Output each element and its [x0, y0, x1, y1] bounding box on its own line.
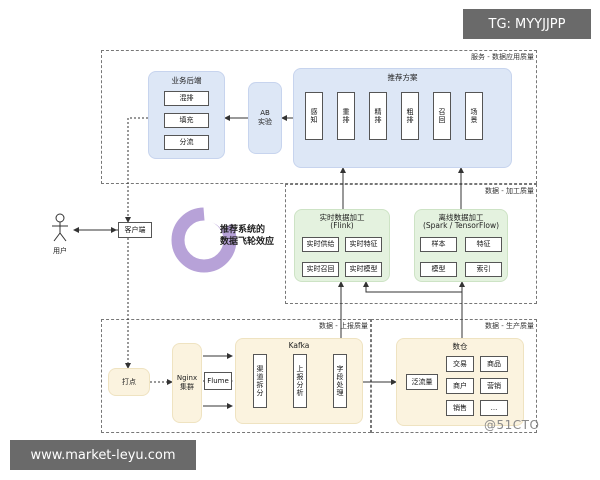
- flywheel-caption: 推荐系统的 数据飞轮效应: [220, 224, 284, 248]
- realtime-item-model: 实时模型: [345, 262, 382, 277]
- realtime-title: 实时数据加工: [319, 213, 365, 222]
- processing-quality-label: 数据 - 加工质量: [485, 187, 534, 195]
- user-label: 用户: [53, 247, 67, 255]
- offline-title: 离线数据加工: [438, 213, 484, 222]
- realtime-item-supply: 实时供给: [302, 237, 339, 252]
- ab-test-box: AB 实验: [248, 82, 282, 154]
- business-item-fill: 填充: [164, 113, 209, 128]
- warehouse-item-goods: 商品: [480, 356, 508, 372]
- warehouse-item-sales: 销售: [446, 400, 474, 416]
- warehouse-traffic: 泛流量: [406, 374, 438, 390]
- flywheel-line-1: 推荐系统的: [220, 225, 266, 235]
- watermark: @51CTO: [484, 418, 540, 432]
- service-quality-zone: [101, 50, 537, 184]
- kafka-item-channel-split: 渠道拆分: [253, 354, 267, 408]
- recommend-item-rerank: 重排: [337, 92, 355, 140]
- business-item-split: 分流: [164, 135, 209, 150]
- recommend-title: 推荐方案: [387, 73, 418, 82]
- user-icon: [52, 213, 68, 242]
- flywheel-line-2: 数据飞轮效应: [220, 237, 275, 248]
- processing-quality-zone: [285, 184, 537, 304]
- recommend-item-perception: 感知: [305, 92, 323, 140]
- service-quality-label: 服务 - 数据应用质量: [471, 53, 534, 61]
- recommend-item-fine-rank: 精排: [369, 92, 387, 140]
- flume-box: Flume: [204, 372, 232, 390]
- production-quality-label: 数据 - 生产质量: [485, 322, 534, 330]
- tracking-box: 打点: [108, 368, 150, 396]
- recommend-item-scene: 场景: [465, 92, 483, 140]
- website-badge: www.market-leyu.com: [10, 440, 196, 470]
- realtime-item-feature: 实时特征: [345, 237, 382, 252]
- realtime-subtitle: (Flink): [330, 221, 354, 230]
- offline-item-index: 索引: [465, 262, 502, 277]
- nginx-cluster-box: Nginx 集群: [172, 343, 202, 423]
- offline-item-feature: 特征: [465, 237, 502, 252]
- offline-subtitle: (Spark / TensorFlow): [422, 221, 500, 230]
- client-box: 客户端: [118, 222, 152, 238]
- warehouse-item-merchant: 商户: [446, 378, 474, 394]
- business-item-mix: 混排: [164, 91, 209, 106]
- tg-badge: TG: MYYJJPP: [463, 9, 591, 39]
- recommend-item-recall: 召回: [433, 92, 451, 140]
- kafka-item-upload-analysis: 上报分析: [293, 354, 307, 408]
- production-quality-zone: [371, 319, 537, 433]
- business-backend-title: 业务后端: [171, 76, 202, 85]
- warehouse-item-trade: 交易: [446, 356, 474, 372]
- warehouse-item-more: ...: [480, 400, 508, 416]
- realtime-item-recall: 实时召回: [302, 262, 339, 277]
- kafka-item-field-processing: 字段处理: [333, 354, 347, 408]
- offline-item-sample: 样本: [420, 237, 457, 252]
- recommend-item-coarse-rank: 粗排: [401, 92, 419, 140]
- kafka-title: Kafka: [288, 341, 310, 350]
- warehouse-item-marketing: 营销: [480, 378, 508, 394]
- warehouse-title: 数仓: [452, 342, 468, 351]
- upload-quality-zone: [101, 319, 371, 433]
- offline-item-model: 模型: [420, 262, 457, 277]
- upload-quality-label: 数据 - 上报质量: [319, 322, 368, 330]
